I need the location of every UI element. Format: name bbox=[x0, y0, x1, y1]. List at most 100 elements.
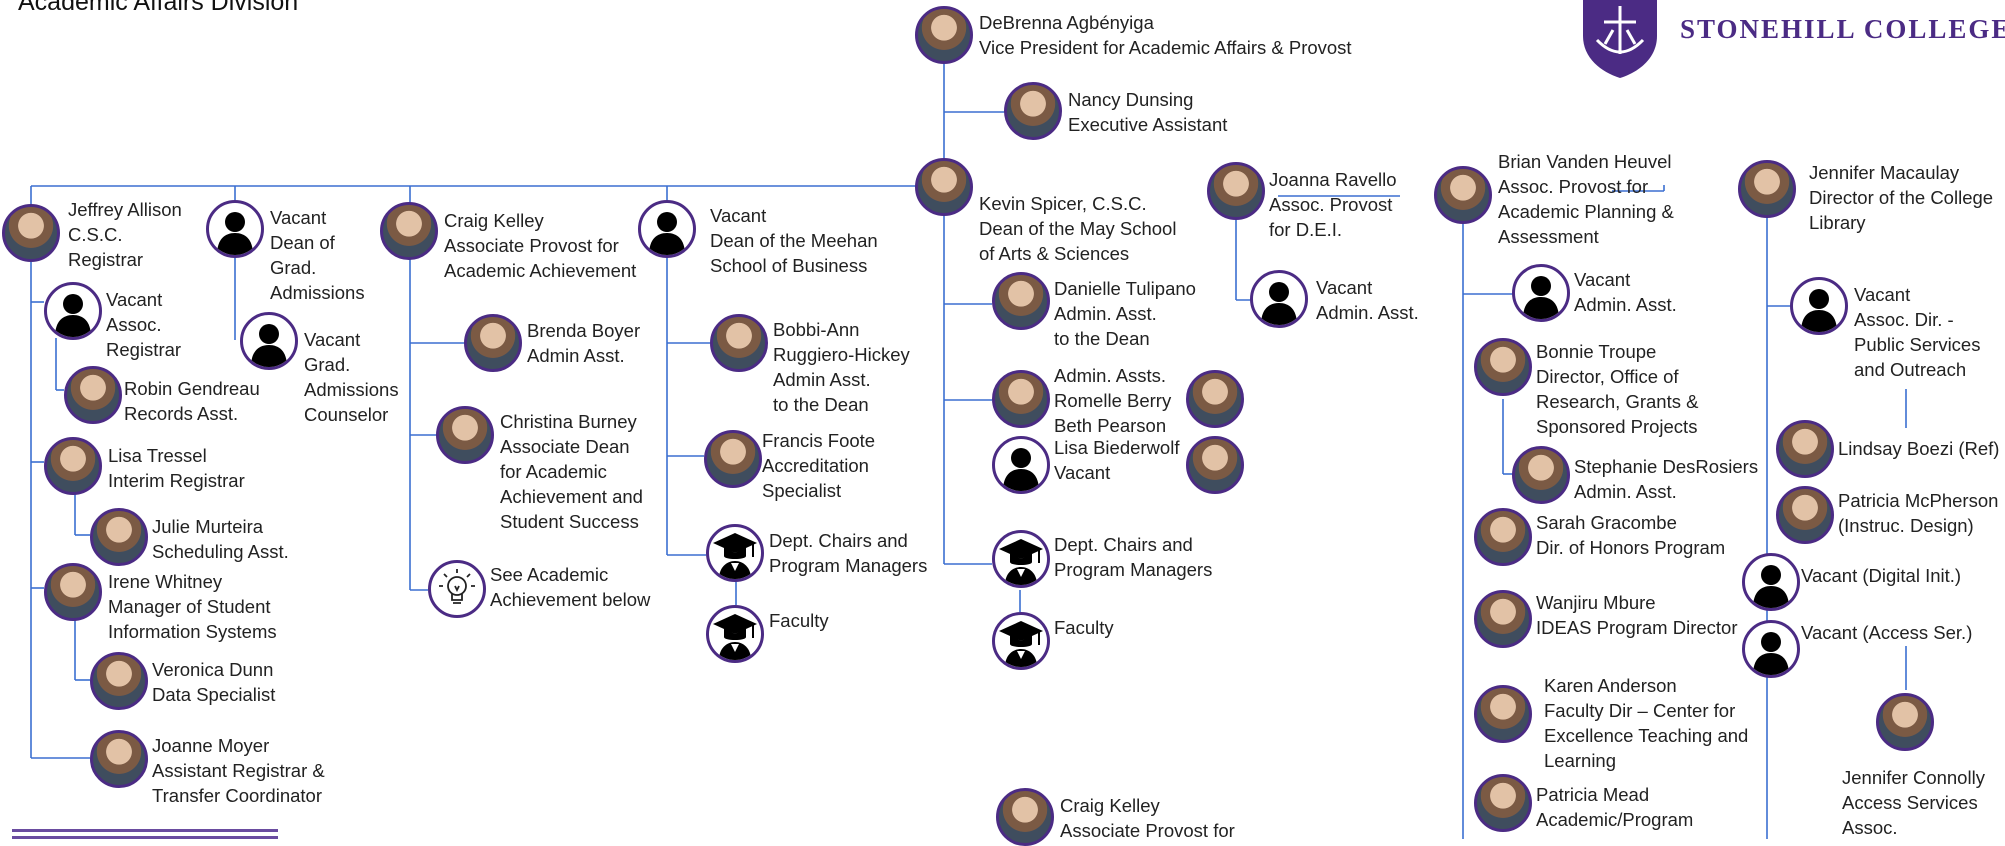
person-photo bbox=[380, 202, 438, 260]
label-line: Vacant bbox=[106, 289, 163, 310]
label-line: Joanna Ravello bbox=[1269, 169, 1397, 190]
label-line: IDEAS Program Director bbox=[1536, 617, 1738, 638]
person-silhouette-icon bbox=[1512, 264, 1570, 322]
person-label: Faculty bbox=[769, 608, 829, 633]
label-line: Craig Kelley bbox=[1060, 795, 1160, 816]
label-line: Counselor bbox=[304, 404, 389, 425]
label-line: Dept. Chairs and bbox=[769, 530, 908, 551]
label-line: for Academic bbox=[500, 461, 607, 482]
label-line: Jennifer Connolly bbox=[1842, 767, 1985, 788]
label-line: Grad. bbox=[304, 354, 351, 375]
label-line: Scheduling Asst. bbox=[152, 541, 289, 562]
person-photo bbox=[90, 652, 148, 710]
label-line: Lisa Tressel bbox=[108, 445, 207, 466]
label-line: Learning bbox=[1544, 750, 1617, 771]
person-photo bbox=[704, 430, 762, 488]
person-photo bbox=[64, 366, 122, 424]
label-line: Brian Vanden Heuvel bbox=[1498, 151, 1672, 172]
person-photo bbox=[436, 406, 494, 464]
label-line: Dean of the Meehan bbox=[710, 230, 878, 251]
person-silhouette-icon bbox=[206, 200, 264, 258]
label-line: Jennifer Macaulay bbox=[1809, 162, 1960, 183]
label-line: Assistant Registrar & bbox=[152, 760, 325, 781]
graduate-icon bbox=[706, 605, 764, 663]
label-line: Director of the College bbox=[1809, 187, 1994, 208]
college-name: STONEHILL COLLEGE bbox=[1680, 14, 2005, 44]
label-line: Irene Whitney bbox=[108, 571, 223, 592]
label-line: Information Systems bbox=[108, 621, 277, 642]
label-line: and Outreach bbox=[1854, 359, 1967, 380]
person-photo bbox=[1474, 685, 1532, 743]
label-line: Associate Provost for bbox=[444, 235, 619, 256]
label-line: Wanjiru Mbure bbox=[1536, 592, 1656, 613]
person-photo bbox=[90, 730, 148, 788]
person-label: Faculty bbox=[1054, 615, 1114, 640]
label-line: DeBrenna Agbényiga bbox=[979, 12, 1154, 33]
person-silhouette-icon bbox=[638, 200, 696, 258]
label-line: Academic Planning & bbox=[1498, 201, 1674, 222]
person-label: Vacant (Access Ser.) bbox=[1801, 620, 1972, 645]
person-silhouette-icon bbox=[240, 312, 298, 370]
label-line: Assessment bbox=[1498, 226, 1599, 247]
label-line: Executive Assistant bbox=[1068, 114, 1228, 135]
label-line: C.S.C. bbox=[68, 224, 123, 245]
footer-rule-bottom bbox=[12, 836, 278, 839]
label-line: of Arts & Sciences bbox=[979, 243, 1130, 264]
person-photo bbox=[1776, 420, 1834, 478]
label-line: Sponsored Projects bbox=[1536, 416, 1698, 437]
label-line: Assoc. bbox=[106, 314, 162, 335]
label-line: Research, Grants & bbox=[1536, 391, 1699, 412]
label-line: Director, Office of bbox=[1536, 366, 1679, 387]
label-line: Accreditation bbox=[762, 455, 869, 476]
label-line: Joanne Moyer bbox=[152, 735, 270, 756]
label-line: Associate Provost for bbox=[1060, 820, 1235, 841]
label-line: Admin. Asst. bbox=[1574, 481, 1677, 502]
label-line: for D.E.I. bbox=[1269, 219, 1342, 240]
person-photo bbox=[1876, 693, 1934, 751]
label-line: Assoc. Provost for bbox=[1498, 176, 1649, 197]
person-silhouette-icon bbox=[1250, 270, 1308, 328]
person-label: Lindsay Boezi (Ref) bbox=[1838, 436, 1999, 461]
label-line: Dept. Chairs and bbox=[1054, 534, 1193, 555]
label-line: to the Dean bbox=[1054, 328, 1150, 349]
label-line: Julie Murteira bbox=[152, 516, 264, 537]
label-line: Dean of bbox=[270, 232, 335, 253]
label-line: Vacant (Access Ser.) bbox=[1801, 622, 1973, 643]
label-line: Admin. Asst. bbox=[1054, 303, 1157, 324]
person-photo bbox=[915, 158, 973, 216]
label-line: Robin Gendreau bbox=[124, 378, 260, 399]
label-line: Bobbi-Ann bbox=[773, 319, 860, 340]
label-line: Vacant bbox=[710, 205, 767, 226]
label-line: Patricia McPherson bbox=[1838, 490, 1999, 511]
label-line: Kevin Spicer, C.S.C. bbox=[979, 193, 1147, 214]
label-line: Nancy Dunsing bbox=[1068, 89, 1194, 110]
person-photo bbox=[1512, 446, 1570, 504]
label-line: Public Services bbox=[1854, 334, 1981, 355]
label-line: See Academic bbox=[490, 564, 609, 585]
label-line: Vacant bbox=[1574, 269, 1631, 290]
person-photo bbox=[1474, 508, 1532, 566]
person-silhouette-icon bbox=[44, 282, 102, 340]
label-line: Vacant bbox=[1854, 284, 1911, 305]
graduate-icon bbox=[992, 612, 1050, 670]
person-photo bbox=[710, 314, 768, 372]
person-silhouette-icon bbox=[1790, 277, 1848, 335]
label-line: Christina Burney bbox=[500, 411, 637, 432]
